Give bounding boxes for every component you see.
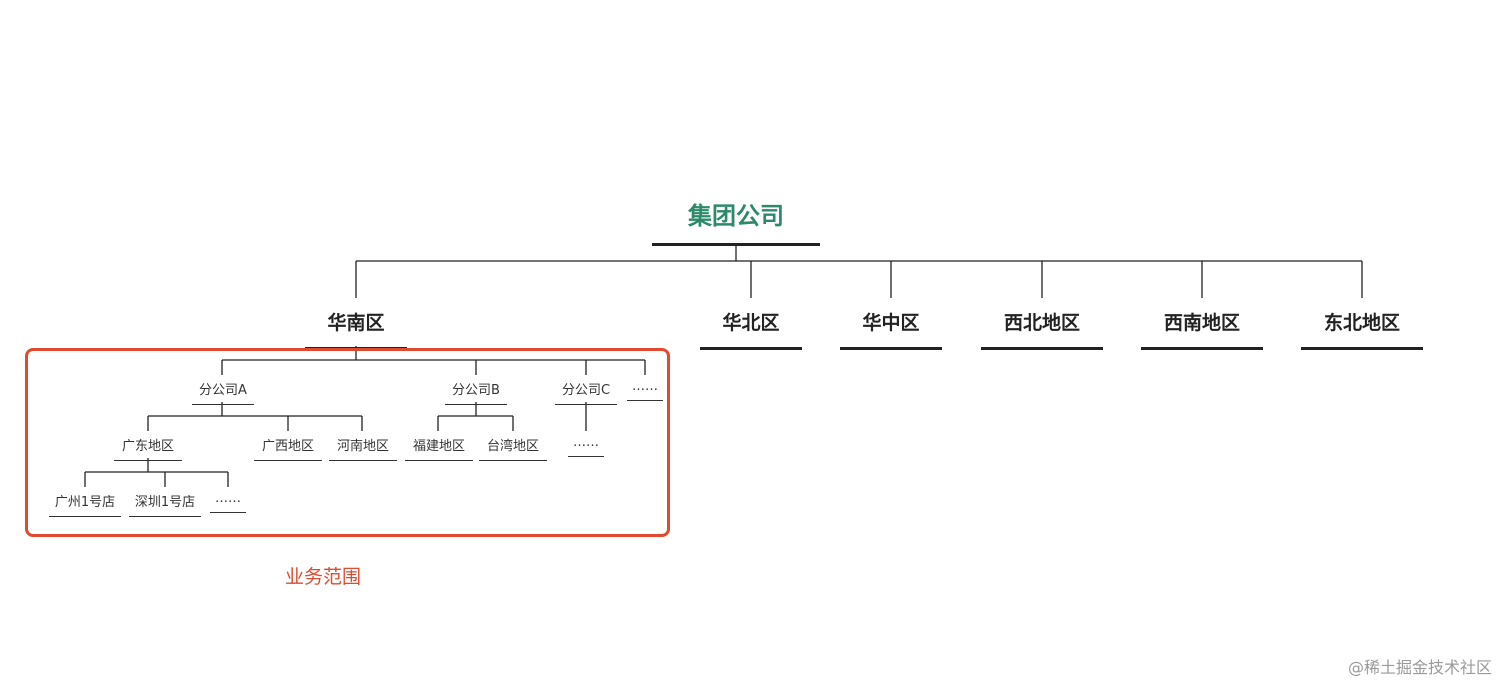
region-node-northeast: 东北地区 [1301, 308, 1423, 350]
region-node-northwest: 西北地区 [981, 308, 1103, 350]
store-node-more: …… [210, 491, 246, 513]
area-node-more: …… [568, 435, 604, 457]
region-node-south: 华南区 [305, 308, 407, 350]
branch-node-a: 分公司A [192, 379, 254, 405]
store-node-guangzhou: 广州1号店 [49, 491, 121, 517]
region-node-central: 华中区 [840, 308, 942, 350]
area-node-henan: 河南地区 [329, 435, 397, 461]
area-node-fujian: 福建地区 [405, 435, 473, 461]
business-scope-label: 业务范围 [285, 566, 362, 588]
area-node-guangxi: 广西地区 [254, 435, 322, 461]
watermark: @稀土掘金技术社区 [1347, 658, 1492, 677]
branch-node-more: …… [627, 379, 663, 401]
area-node-taiwan: 台湾地区 [479, 435, 547, 461]
business-scope-box [25, 348, 670, 537]
store-node-shenzhen: 深圳1号店 [129, 491, 201, 517]
root-node: 集团公司 [652, 196, 820, 246]
branch-node-b: 分公司B [445, 379, 507, 405]
region-node-north: 华北区 [700, 308, 802, 350]
branch-node-c: 分公司C [555, 379, 617, 405]
region-node-southwest: 西南地区 [1141, 308, 1263, 350]
area-node-guangdong: 广东地区 [114, 435, 182, 461]
